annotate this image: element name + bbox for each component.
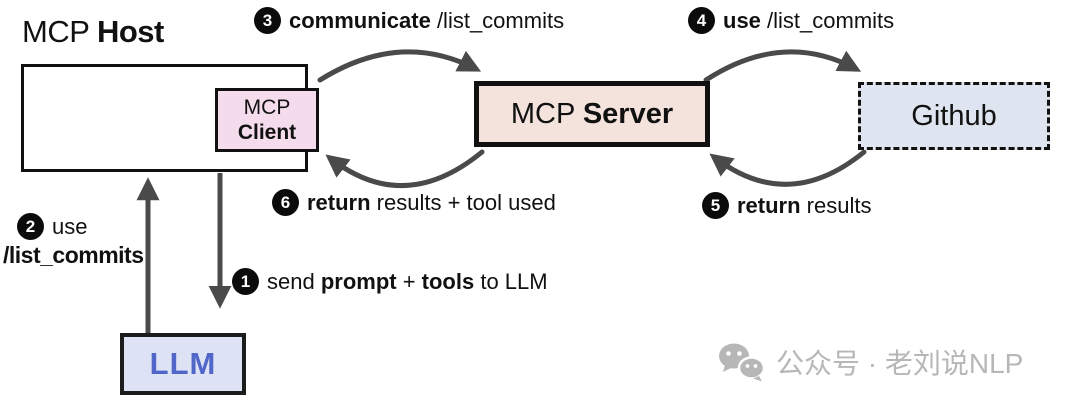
step-6-badge: 6 — [272, 189, 299, 216]
step-2-badge: 2 — [17, 213, 44, 240]
arrow-server-to-github — [703, 49, 862, 83]
step-3-label: 3 communicate /list_commits — [254, 7, 564, 34]
client-label-line1: MCP — [243, 96, 291, 119]
watermark: 公众号 · 老刘说NLP — [718, 342, 1023, 382]
step-1-label: 1 send prompt + tools to LLM — [232, 268, 548, 295]
github-node: Github — [858, 82, 1050, 150]
step-4-arg: /list_commits — [760, 7, 895, 33]
arrow-github-to-server — [709, 149, 867, 187]
client-node: MCP Client — [215, 88, 319, 152]
step-5-arg: results — [800, 192, 872, 218]
github-label: Github — [911, 99, 997, 132]
server-label-normal: MCP — [510, 97, 583, 130]
step-3-badge: 3 — [254, 7, 281, 34]
step-1-prompt: prompt — [320, 268, 397, 294]
step-5-verb: return — [737, 192, 801, 218]
step-2-label: 2 use /list_commits — [3, 213, 144, 269]
server-node: MCP Server — [474, 81, 710, 147]
step-5-label: 5 return results — [702, 192, 871, 219]
step-2-arg: /list_commits — [3, 242, 144, 268]
step-2-verb: use — [52, 213, 88, 239]
step-6-arg: results + tool used — [370, 189, 556, 215]
host-title-normal: MCP — [22, 14, 97, 49]
step-1-badge: 1 — [232, 268, 259, 295]
step-6-verb: return — [307, 189, 371, 215]
llm-node: LLM — [120, 333, 246, 395]
step-4-verb: use — [723, 7, 761, 33]
step-4-label: 4 use /list_commits — [688, 7, 894, 34]
step-1-plus: + — [396, 268, 422, 294]
arrow-client-to-server — [317, 49, 482, 83]
step-1-post: to LLM — [474, 268, 548, 294]
step-5-badge: 5 — [702, 192, 729, 219]
step-3-verb: communicate — [289, 7, 431, 33]
step-6-label: 6 return results + tool used — [272, 189, 556, 216]
host-title-bold: Host — [96, 14, 164, 49]
host-title: MCP Host — [22, 14, 164, 50]
watermark-text: 公众号 · 老刘说NLP — [776, 348, 1024, 379]
step-1-pre: send — [267, 268, 321, 294]
arrow-server-to-client — [325, 149, 485, 188]
server-label-bold: Server — [582, 97, 674, 130]
step-3-arg: /list_commits — [430, 7, 565, 33]
step-1-tools: tools — [421, 268, 475, 294]
llm-label: LLM — [149, 346, 217, 381]
wechat-icon — [719, 343, 766, 382]
client-label-line2: Client — [237, 121, 297, 144]
step-4-badge: 4 — [688, 7, 715, 34]
